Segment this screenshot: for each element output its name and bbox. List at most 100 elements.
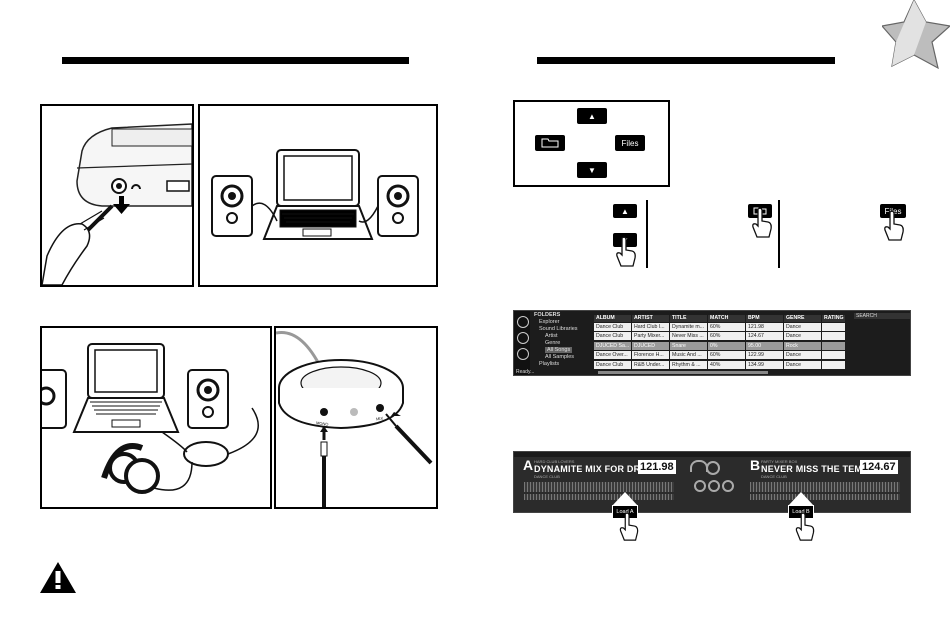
column-header[interactable]: MATCH bbox=[708, 315, 745, 322]
deck-b-letter: B bbox=[750, 457, 761, 473]
eq-knob[interactable] bbox=[706, 461, 720, 475]
table-cell[interactable]: Florence H... bbox=[632, 351, 669, 360]
step-divider-2 bbox=[778, 200, 780, 268]
table-cell[interactable]: Dance Club bbox=[594, 332, 631, 341]
deck-b-artist: PARTY MIXER BOX bbox=[761, 459, 798, 464]
star-icon bbox=[882, 0, 950, 70]
table-cell[interactable]: Party Mixer... bbox=[632, 332, 669, 341]
table-cell[interactable]: R&B Under... bbox=[632, 360, 669, 369]
step1-up-key[interactable]: ▲ bbox=[613, 204, 637, 218]
table-cell[interactable] bbox=[822, 332, 845, 341]
deck-b-overview[interactable] bbox=[750, 494, 900, 500]
deck-b-bpm: 124.67 bbox=[860, 460, 898, 474]
column-header[interactable]: TITLE bbox=[670, 315, 707, 322]
table-cell[interactable]: Dance Club bbox=[594, 360, 631, 369]
column-header[interactable]: BPM bbox=[746, 315, 783, 322]
pointer-hand-icon bbox=[884, 210, 904, 241]
table-cell[interactable]: 60% bbox=[708, 351, 745, 360]
folder-item-playlists[interactable]: Playlists bbox=[539, 361, 560, 367]
table-cell[interactable]: DJUCED Sa... bbox=[594, 341, 631, 350]
treble-knob[interactable] bbox=[722, 480, 734, 492]
folder-key[interactable] bbox=[535, 135, 565, 151]
deck-a-overview[interactable] bbox=[524, 494, 674, 500]
deck-a-bpm: 121.98 bbox=[638, 460, 676, 474]
load-b-arrow-icon bbox=[788, 492, 814, 506]
table-cell[interactable]: Dance bbox=[784, 332, 821, 341]
pointer-hand-icon bbox=[795, 512, 815, 541]
folder-item-all-samples[interactable]: All Samples bbox=[545, 354, 575, 360]
pointer-hand-icon bbox=[619, 512, 639, 541]
folder-item-explorer[interactable]: Explorer bbox=[539, 319, 560, 325]
illustration-laptop-speakers bbox=[198, 104, 438, 287]
table-cell[interactable]: Dance bbox=[784, 360, 821, 369]
table-cell[interactable] bbox=[822, 351, 845, 360]
eject-icon[interactable] bbox=[517, 348, 529, 360]
table-cell[interactable]: Dance bbox=[784, 351, 821, 360]
table-cell[interactable]: 60% bbox=[708, 323, 745, 331]
table-cell[interactable]: Rhythm & ... bbox=[670, 360, 707, 369]
column-header[interactable]: ARTIST bbox=[632, 315, 669, 322]
table-cell[interactable]: Dance Over... bbox=[594, 351, 631, 360]
table-cell[interactable]: 121.98 bbox=[746, 323, 783, 331]
deck-a-waveform[interactable] bbox=[524, 482, 674, 492]
folder-tree-header: FOLDERS bbox=[534, 312, 561, 318]
folder-icon bbox=[541, 138, 559, 148]
column-header[interactable]: RATING bbox=[822, 315, 845, 322]
table-cell[interactable]: Never Miss ... bbox=[670, 332, 707, 341]
table-cell[interactable]: 40% bbox=[708, 360, 745, 369]
table-cell[interactable]: 122.99 bbox=[746, 351, 783, 360]
deck-a-title: DYNAMITE MIX FOR DRUMS A bbox=[534, 464, 670, 474]
table-cell[interactable]: 134.99 bbox=[746, 360, 783, 369]
warning-icon bbox=[40, 562, 76, 593]
right-header-rule bbox=[537, 57, 835, 64]
search-field[interactable]: SEARCH bbox=[854, 313, 910, 319]
illustration-headphones-setup bbox=[40, 326, 272, 509]
folder-item-all-songs[interactable]: All Songs bbox=[545, 347, 573, 353]
illustration-splitter-closeup: MONO MIX bbox=[274, 326, 438, 509]
table-cell[interactable]: 124.67 bbox=[746, 332, 783, 341]
deck-b-waveform[interactable] bbox=[750, 482, 900, 492]
library-browser: FOLDERS Explorer Sound Libraries Artist … bbox=[513, 310, 911, 376]
folder-item-genre[interactable]: Genre bbox=[545, 340, 561, 346]
deck-b-album: DANCE CLUB bbox=[761, 474, 787, 479]
table-cell[interactable]: 60% bbox=[708, 332, 745, 341]
folder-item-artist[interactable]: Artist bbox=[545, 333, 558, 339]
deck-view: A HARD CLUB LOVERS DYNAMITE MIX FOR DRUM… bbox=[513, 451, 911, 513]
up-key[interactable]: ▲ bbox=[577, 108, 607, 124]
table-cell[interactable]: Dynamite m... bbox=[670, 323, 707, 331]
down-key[interactable]: ▼ bbox=[577, 162, 607, 178]
table-cell[interactable]: Rock bbox=[784, 341, 821, 350]
deck-b-title: NEVER MISS THE TEMPO bbox=[761, 464, 876, 474]
table-cell[interactable]: DJUCED bbox=[632, 341, 669, 350]
pointer-hand-icon bbox=[752, 207, 772, 238]
table-scrollbar[interactable] bbox=[598, 371, 768, 374]
computer-icon[interactable] bbox=[517, 316, 529, 328]
column-header[interactable]: GENRE bbox=[784, 315, 821, 322]
splitter-right-jack-label: MIX bbox=[375, 415, 384, 422]
folder-tree: FOLDERS Explorer Sound Libraries Artist … bbox=[531, 311, 597, 375]
table-cell[interactable]: Hard Club I... bbox=[632, 323, 669, 331]
illustration-laptop-jack bbox=[40, 104, 194, 287]
files-key[interactable]: Files bbox=[615, 135, 645, 151]
table-cell[interactable] bbox=[822, 360, 845, 369]
table-cell[interactable]: Music And ... bbox=[670, 351, 707, 360]
table-cell[interactable] bbox=[822, 341, 845, 350]
column-header[interactable]: ALBUM bbox=[594, 315, 631, 322]
folder-item-sound-libraries[interactable]: Sound Libraries bbox=[539, 326, 578, 332]
playlist-icon[interactable] bbox=[517, 332, 529, 344]
table-cell[interactable]: Dance Club bbox=[594, 323, 631, 331]
load-a-arrow-icon bbox=[612, 492, 638, 506]
navigation-keys-box: ▲ Files ▼ bbox=[513, 100, 670, 187]
mid-knob[interactable] bbox=[708, 480, 720, 492]
table-cell[interactable]: 95.00 bbox=[746, 341, 783, 350]
bass-knob[interactable] bbox=[694, 480, 706, 492]
table-cell[interactable]: Snare bbox=[670, 341, 707, 350]
table-cell[interactable] bbox=[822, 323, 845, 331]
left-header-rule bbox=[62, 57, 409, 64]
table-cell[interactable]: 0% bbox=[708, 341, 745, 350]
mixer-section bbox=[682, 458, 742, 510]
table-cell[interactable]: Dance bbox=[784, 323, 821, 331]
deck-top-bar bbox=[514, 452, 910, 457]
deck-a-album: DANCE CLUB bbox=[534, 474, 560, 479]
